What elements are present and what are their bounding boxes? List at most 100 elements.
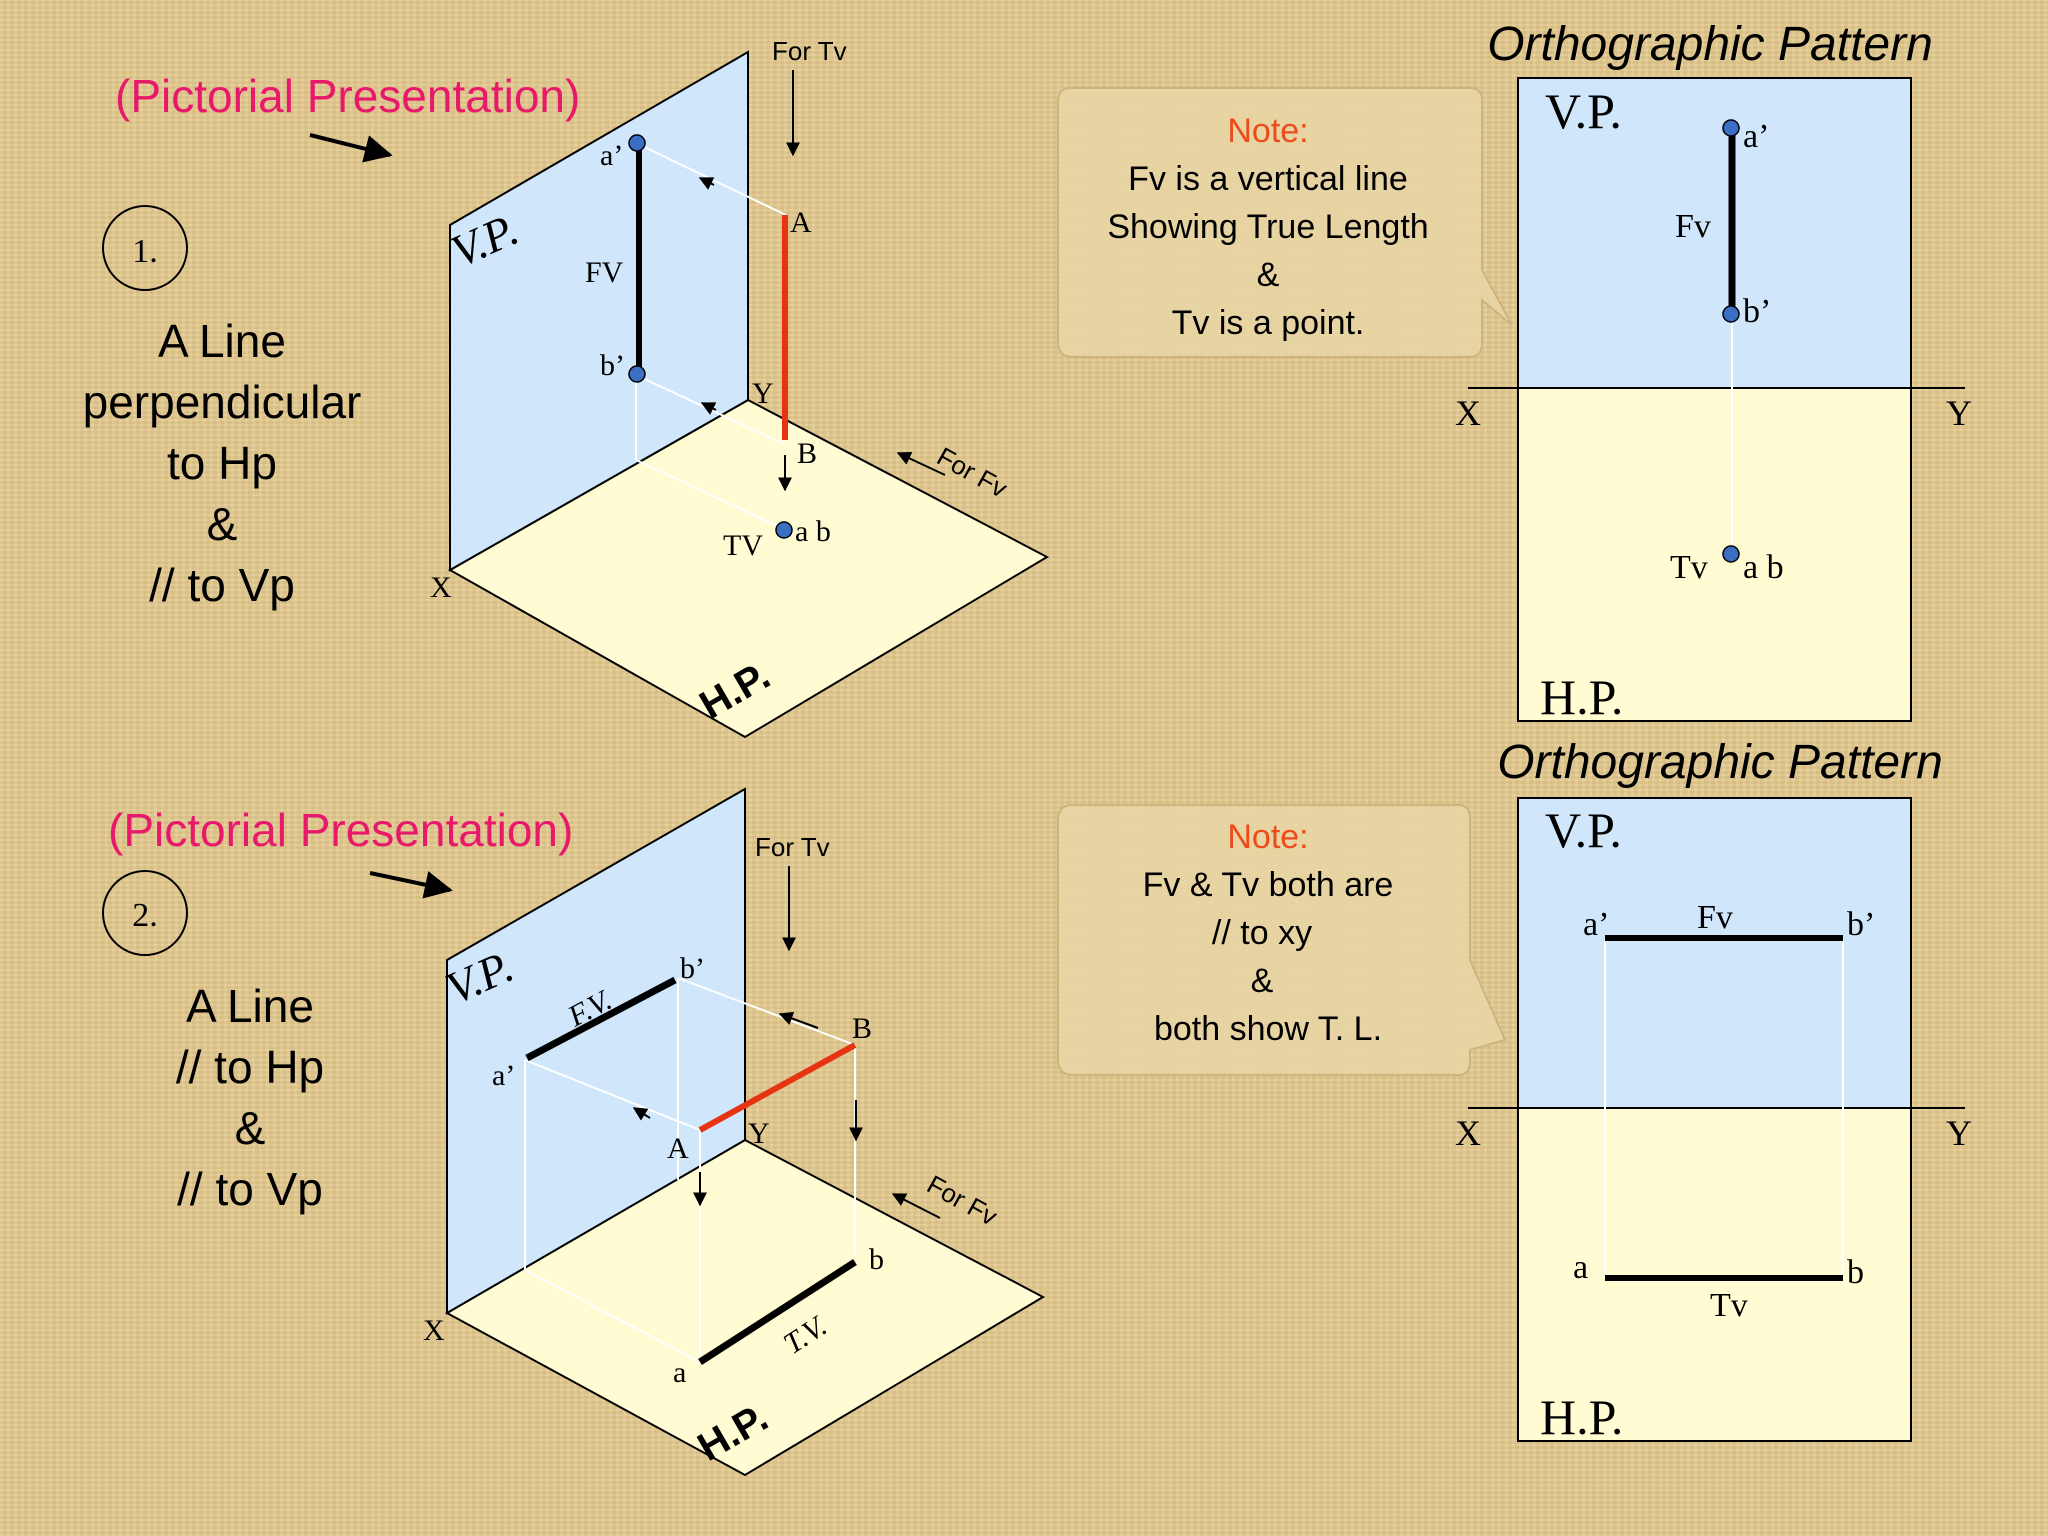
- case1-point-tv: [775, 521, 793, 539]
- case2-arrow-to-vp-b: [778, 1011, 819, 1029]
- case1-ortho-ab-label: a b: [1743, 549, 1784, 586]
- case1-description: A Line perpendicular to Hp & // to Vp: [83, 315, 362, 611]
- case2-ortho-b-label: b: [1847, 1254, 1864, 1291]
- case1-for-tv-label: For Tv: [772, 36, 847, 66]
- case2-ortho-hp: [1518, 1108, 1911, 1441]
- case1-label-fv: FV: [585, 256, 624, 289]
- case1-label-ab: a b: [795, 515, 831, 548]
- case2-for-tv-label: For Tv: [755, 832, 830, 862]
- case1-label-A: A: [790, 206, 812, 239]
- case2-ortho-a-label: a: [1573, 1249, 1588, 1286]
- case1-ortho-vp: [1518, 78, 1911, 388]
- case2-ortho-hp-label: H.P.: [1540, 1389, 1623, 1445]
- case1-vp-plane: [449, 50, 749, 572]
- case2-ortho-frame: [1517, 797, 1912, 1442]
- case2-ortho-vp: [1518, 798, 1911, 1108]
- case1-note-line-3: &: [1257, 256, 1280, 294]
- case1-ortho-hp: [1518, 388, 1911, 721]
- case2-label-A: A: [667, 1132, 689, 1165]
- case1-ortho-point-a-prime: [1722, 119, 1740, 137]
- case1-desc-line-4: &: [207, 498, 238, 550]
- case1-note-title: Note:: [1227, 112, 1308, 150]
- case2-desc-line-3: &: [235, 1102, 266, 1154]
- case2-tv-line: [698, 1259, 857, 1365]
- case1-point-b-prime: [628, 365, 646, 383]
- case2-number: 2.: [132, 897, 158, 934]
- case2-label-X: X: [423, 1314, 445, 1347]
- case2-note-line-1: Fv & Tv both are: [1143, 866, 1394, 904]
- case2-arrow-to-vp-a: [632, 1107, 651, 1121]
- case1-ortho-a-prime-label: a’: [1743, 118, 1769, 155]
- case1-number-circle: [102, 205, 188, 291]
- case1-pictorial: (Pictorial Presentation) 1. A Line perpe…: [83, 36, 1050, 739]
- case1-point-a-prime: [628, 134, 646, 152]
- case2-ortho-tv-label: Tv: [1710, 1287, 1748, 1324]
- case1-note-line-4: Tv is a point.: [1172, 304, 1365, 342]
- case2-ortho-fv-label: Fv: [1697, 899, 1733, 936]
- case2-ortho-b-prime-label: b’: [1847, 906, 1875, 943]
- case1-ortho-tv-label: Tv: [1670, 549, 1708, 586]
- case2-label-b-prime: b’: [680, 952, 705, 985]
- case2-line-ab: [698, 1042, 857, 1133]
- case1-ortho-y-label: Y: [1946, 393, 1972, 433]
- case2-title-arrow: [369, 871, 453, 899]
- case2-pictorial-title: (Pictorial Presentation): [108, 804, 573, 856]
- case1-label-tv: TV: [723, 529, 763, 562]
- case2-desc-line-1: A Line: [186, 980, 314, 1032]
- case2-label-B: B: [852, 1012, 872, 1045]
- case2-label-b: b: [869, 1243, 884, 1276]
- case2-note-line-4: both show T. L.: [1154, 1010, 1382, 1048]
- case1-ortho-b-prime-label: b’: [1743, 293, 1771, 330]
- case1-note-line-2: Showing True Length: [1107, 208, 1428, 246]
- case2-ortho-title: Orthographic Pattern: [1497, 736, 1943, 789]
- case1-label-a-prime: a’: [600, 139, 623, 172]
- case2-ortho-vp-label: V.P.: [1545, 802, 1622, 858]
- case2-note-title: Note:: [1227, 818, 1308, 856]
- case2-for-fv-arrow: [891, 1193, 941, 1219]
- case2-note-line-2: // to xy: [1212, 914, 1312, 952]
- case2-desc-line-2: // to Hp: [176, 1041, 324, 1093]
- case2-number-circle: [102, 870, 188, 956]
- case2-desc-line-4: // to Vp: [177, 1163, 323, 1215]
- case2-fv-line: [525, 976, 677, 1062]
- case1-label-X: X: [430, 571, 452, 604]
- case1-ortho-title: Orthographic Pattern: [1487, 18, 1933, 71]
- case1-arrow-to-vp-top: [698, 177, 715, 190]
- case1-desc-line-1: A Line: [158, 315, 286, 367]
- case1-for-fv-label: For Fv: [932, 441, 1012, 504]
- case1-note-line-1: Fv is a vertical line: [1128, 160, 1408, 198]
- case1-label-b-prime: b’: [600, 349, 625, 382]
- case2-label-a: a: [673, 1356, 686, 1389]
- case1-ortho-point-b-prime: [1722, 305, 1740, 323]
- case2-note-callout: Note: Fv & Tv both are // to xy & both s…: [1057, 804, 1507, 1076]
- case2-orthographic: Orthographic Pattern V.P. H.P. X Y a’ b’…: [1455, 736, 1972, 1445]
- case1-desc-line-3: to Hp: [167, 437, 277, 489]
- case1-label-Y: Y: [752, 377, 774, 410]
- case2-vp-plane: [446, 787, 746, 1315]
- case1-note-callout: Note: Fv is a vertical line Showing True…: [1057, 87, 1513, 358]
- case1-ortho-vp-label: V.P.: [1545, 83, 1622, 139]
- case1-desc-line-2: perpendicular: [83, 376, 362, 428]
- case2-labels: b’ a’ B A Y X b a: [423, 952, 884, 1389]
- case1-ortho-hp-label: H.P.: [1540, 669, 1623, 725]
- case1-ortho-x-label: X: [1455, 393, 1481, 433]
- case2-description: A Line // to Hp & // to Vp: [176, 980, 324, 1215]
- case2-label-Y: Y: [748, 1117, 770, 1150]
- case2-for-fv-label: For Fv: [922, 1169, 1002, 1232]
- case1-ortho-fv-label: Fv: [1675, 208, 1711, 245]
- case2-ortho-y-label: Y: [1946, 1113, 1972, 1153]
- case1-ortho-frame: [1517, 77, 1912, 722]
- case2-ortho-x-label: X: [1455, 1113, 1481, 1153]
- case2-projectors: [524, 977, 856, 1363]
- case1-title-arrow: [309, 133, 393, 163]
- case1-arrow-to-vp-bottom: [700, 402, 717, 415]
- case1-for-fv-arrow: [896, 452, 946, 476]
- case1-number: 1.: [132, 233, 158, 270]
- case1-labels: a’ b’ FV A Y B X TV a b: [430, 139, 831, 604]
- case2-label-a-prime: a’: [492, 1059, 515, 1092]
- case2-note-line-3: &: [1251, 962, 1274, 1000]
- case1-desc-line-5: // to Vp: [149, 559, 295, 611]
- case1-label-B: B: [797, 437, 817, 470]
- case2-ortho-a-prime-label: a’: [1583, 906, 1609, 943]
